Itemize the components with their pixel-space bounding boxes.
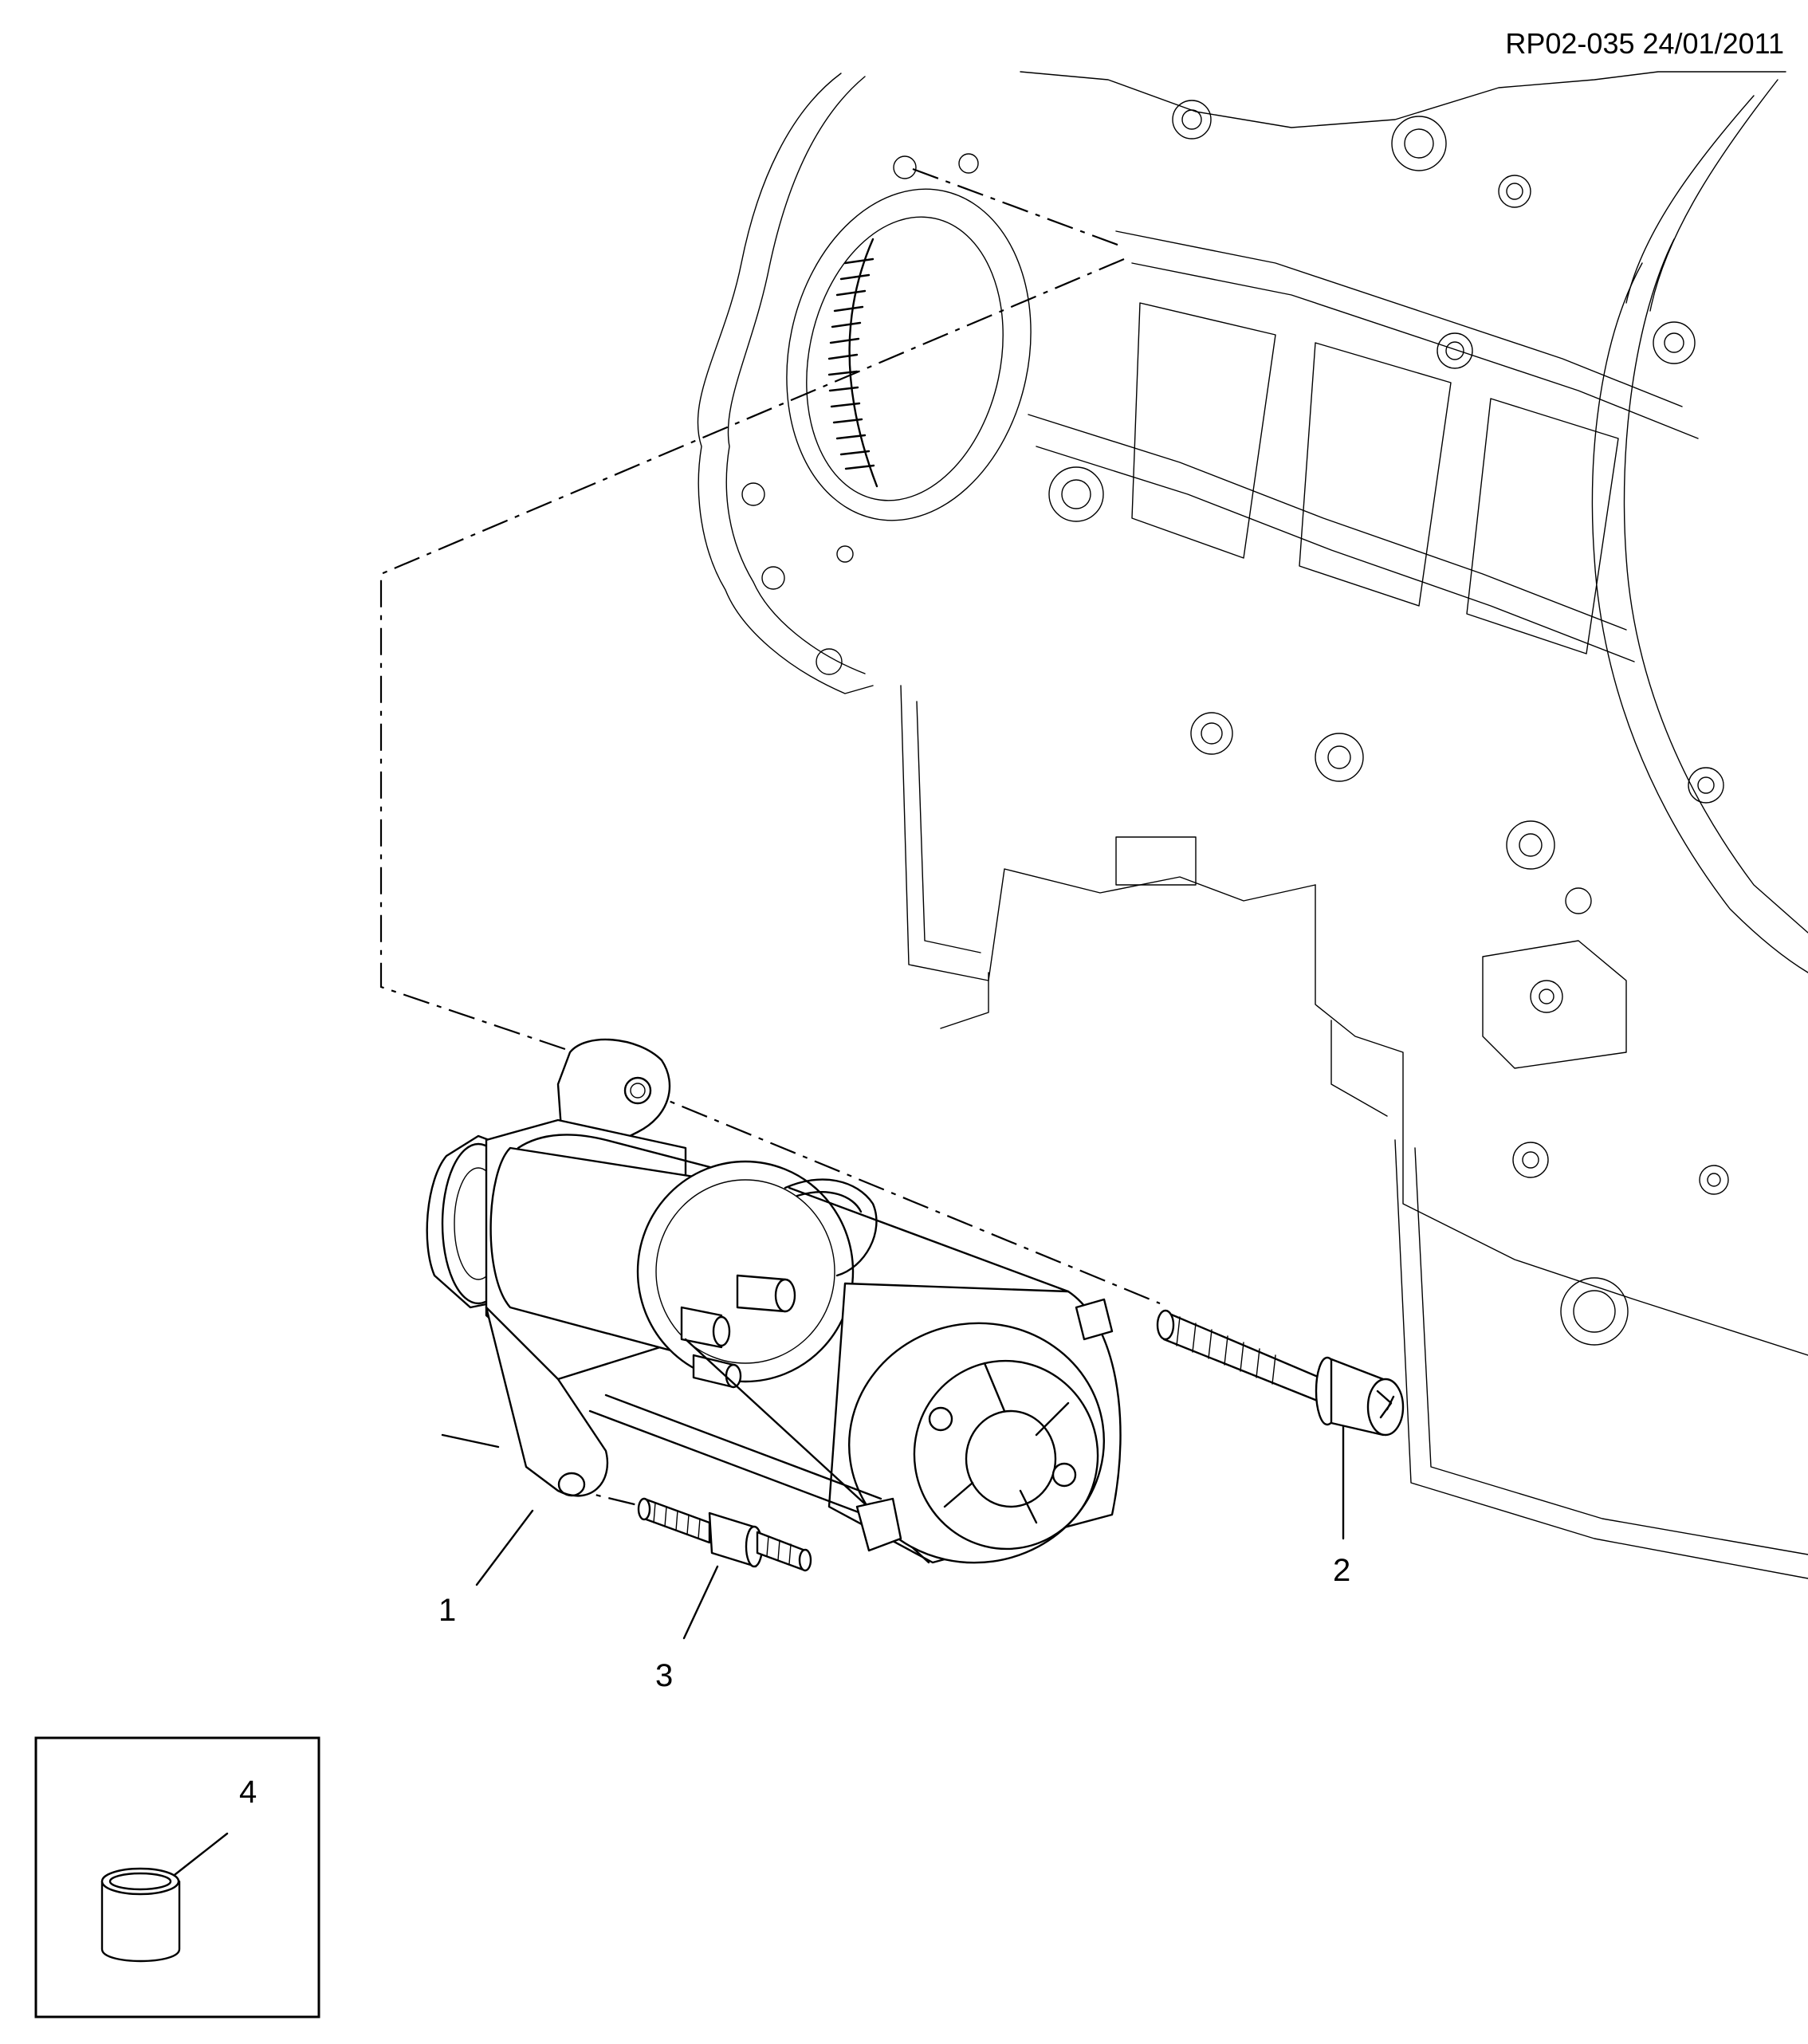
ring-gear-teeth: [827, 238, 878, 488]
callout-1: 1: [438, 1593, 457, 1628]
drawing-reference-code: RP02-035 24/01/2011: [1505, 27, 1784, 60]
starter-motor-illustration: [426, 1038, 1122, 1564]
inset-frame: [34, 1736, 320, 2018]
callout-leader-lines: [170, 1425, 1345, 1879]
mounting-bolt-illustration: [1156, 1309, 1405, 1437]
engine-block-illustration: [697, 71, 1808, 1579]
callout-3: 3: [655, 1658, 674, 1693]
bushing-illustration: [100, 1867, 181, 1963]
solenoid-terminals: [680, 1274, 796, 1389]
stud-illustration: [637, 1497, 812, 1572]
callout-4: 4: [239, 1775, 257, 1810]
callout-2: 2: [1333, 1553, 1351, 1588]
